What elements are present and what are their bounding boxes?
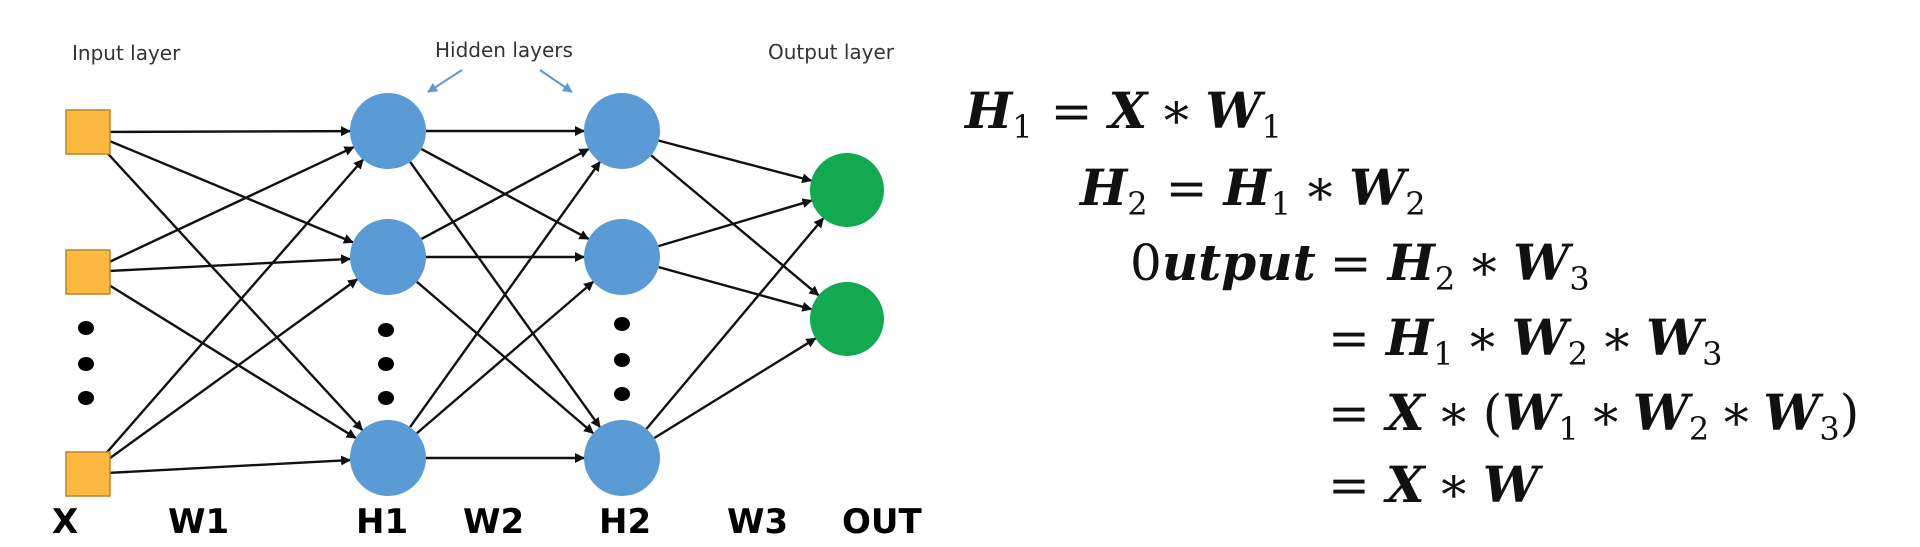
- h2-node-2: [584, 219, 660, 295]
- network-nodes: [65, 93, 884, 497]
- hidden-layers-arrow-right: [539, 69, 573, 93]
- out-label: OUT: [842, 502, 923, 542]
- h1-node-3: [350, 420, 426, 496]
- edge-x3-h1n3: [109, 455, 352, 475]
- edge-h1n2-h2n1: [420, 147, 590, 241]
- edge-x3-h1n2: [105, 278, 359, 463]
- w1-label: W1: [168, 502, 229, 542]
- edge-x2-h1n3: [106, 282, 357, 439]
- edge-h2n1-out2: [650, 154, 820, 297]
- h1-label: H1: [356, 502, 408, 542]
- output-node-1: [810, 153, 884, 227]
- edge-h2n3-out1: [645, 217, 825, 430]
- h2-label: H2: [599, 502, 651, 542]
- edge-h1n3-h2n1: [409, 161, 601, 428]
- edge-x3-h1n1: [101, 158, 364, 459]
- hidden-layers-label: Hidden layers: [435, 38, 573, 62]
- hidden-layers-arrow-left: [427, 69, 463, 93]
- edge-h1n3-h2n2: [416, 280, 594, 435]
- edge-h2n2-out2: [658, 265, 813, 312]
- equation-line-6: =X∗W: [1328, 455, 1544, 514]
- h2-ellipsis: [614, 317, 630, 401]
- output-node-2: [810, 282, 884, 356]
- equation-block: H1=X∗W1 H2=H1∗W2 0utput=H2∗W3 =H1∗W2∗W3 …: [963, 81, 1859, 514]
- edge-h2n2-out1: [658, 198, 813, 248]
- input-node-2: [65, 249, 111, 295]
- equation-line-3: 0utput=H2∗W3: [1130, 233, 1590, 298]
- output-layer-label: Output layer: [768, 40, 895, 64]
- edge-h2n1-out1: [658, 139, 813, 184]
- edge-x1-h1n3: [102, 147, 364, 431]
- w3-label: W3: [727, 502, 788, 542]
- input-ellipsis: [78, 321, 94, 405]
- h1-ellipsis: [378, 323, 394, 405]
- equation-line-4: =H1∗W2∗W3: [1328, 308, 1723, 373]
- edge-x2-h1n2: [109, 254, 352, 273]
- h2-node-1: [584, 93, 660, 169]
- equation-line-1: H1=X∗W1: [963, 81, 1282, 146]
- equation-line-5: =X∗(W1∗W2∗W3): [1328, 383, 1859, 448]
- h1-node-2: [350, 219, 426, 295]
- edge-h2n3-out2: [653, 337, 817, 440]
- input-node-1: [65, 109, 111, 155]
- edge-x1-h1n1: [109, 126, 352, 137]
- h1-node-1: [350, 93, 426, 169]
- x-label: X: [52, 502, 78, 542]
- h2-node-3: [584, 420, 660, 496]
- input-node-3: [65, 451, 111, 497]
- equation-line-2: H2=H1∗W2: [1078, 158, 1426, 223]
- edge-x2-h1n1: [107, 146, 355, 264]
- w2-label: W2: [463, 502, 524, 542]
- connection-edges: [101, 126, 825, 475]
- edge-x1-h1n2: [107, 139, 354, 244]
- input-layer-label: Input layer: [72, 41, 181, 65]
